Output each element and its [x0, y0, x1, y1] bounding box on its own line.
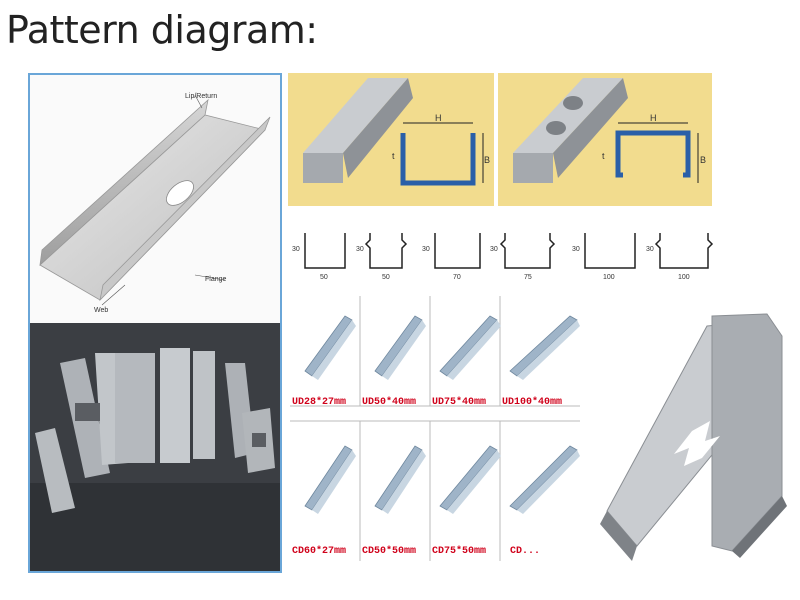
lip-return-label: Lip/Return: [185, 93, 218, 100]
channel-illustration: [39, 94, 271, 306]
sketch-2-height: 30: [356, 246, 364, 253]
profile-photo-large: [592, 296, 792, 568]
channel-cross-section-2: [513, 78, 699, 183]
channel-diagram-panel: Lip/Return Flange Web: [28, 73, 282, 327]
sketch-6-height: 30: [646, 246, 654, 253]
breadth-letter-2: B: [700, 155, 707, 165]
profile-sketches: [304, 233, 714, 269]
cross-section-panel-1: H B t: [288, 73, 494, 206]
thickness-letter-2: t: [602, 151, 605, 161]
sketch-6-width: 100: [678, 274, 690, 281]
sketch-1-width: 50: [320, 274, 328, 281]
height-letter: H: [435, 113, 442, 123]
sketch-4-height: 30: [490, 246, 498, 253]
product-label-ud28: UD28*27mm: [292, 397, 347, 408]
product-label-cd-partial: CD...: [510, 546, 541, 557]
web-label: Web: [94, 307, 109, 314]
product-label-ud75: UD75*40mm: [432, 397, 487, 408]
sketch-3-width: 70: [453, 274, 461, 281]
channel-cross-section-1: [303, 78, 484, 186]
large-profile-illustration: [600, 313, 787, 561]
sketch-3-height: 30: [422, 246, 430, 253]
thickness-letter: t: [392, 151, 395, 161]
sketch-5-width: 100: [603, 274, 615, 281]
sketch-1-height: 30: [292, 246, 300, 253]
product-label-cd50: CD50*50mm: [362, 546, 417, 557]
product-label-cd75: CD75*50mm: [432, 546, 487, 557]
height-letter-2: H: [650, 113, 657, 123]
profiles-photo-panel: [28, 323, 282, 573]
cross-section-panel-2: H B t: [498, 73, 712, 206]
profile-sketches-row: 30 50 30 50 30 70 30 75 30 100 30 100: [290, 218, 720, 290]
flange-label: Flange: [205, 276, 227, 283]
product-label-cd60: CD60*27mm: [292, 546, 347, 557]
sketch-2-width: 50: [382, 274, 390, 281]
breadth-letter: B: [484, 155, 491, 165]
product-grid: UD28*27mm UD50*40mm UD75*40mm UD100*40mm…: [290, 296, 580, 568]
profiles-photo: [30, 323, 280, 571]
page-title: Pattern diagram:: [6, 8, 318, 52]
sketch-5-height: 30: [572, 246, 580, 253]
sketch-4-width: 75: [524, 274, 532, 281]
product-grid-lines: [290, 296, 580, 561]
product-label-ud50: UD50*40mm: [362, 397, 417, 408]
product-label-ud100: UD100*40mm: [502, 397, 563, 408]
